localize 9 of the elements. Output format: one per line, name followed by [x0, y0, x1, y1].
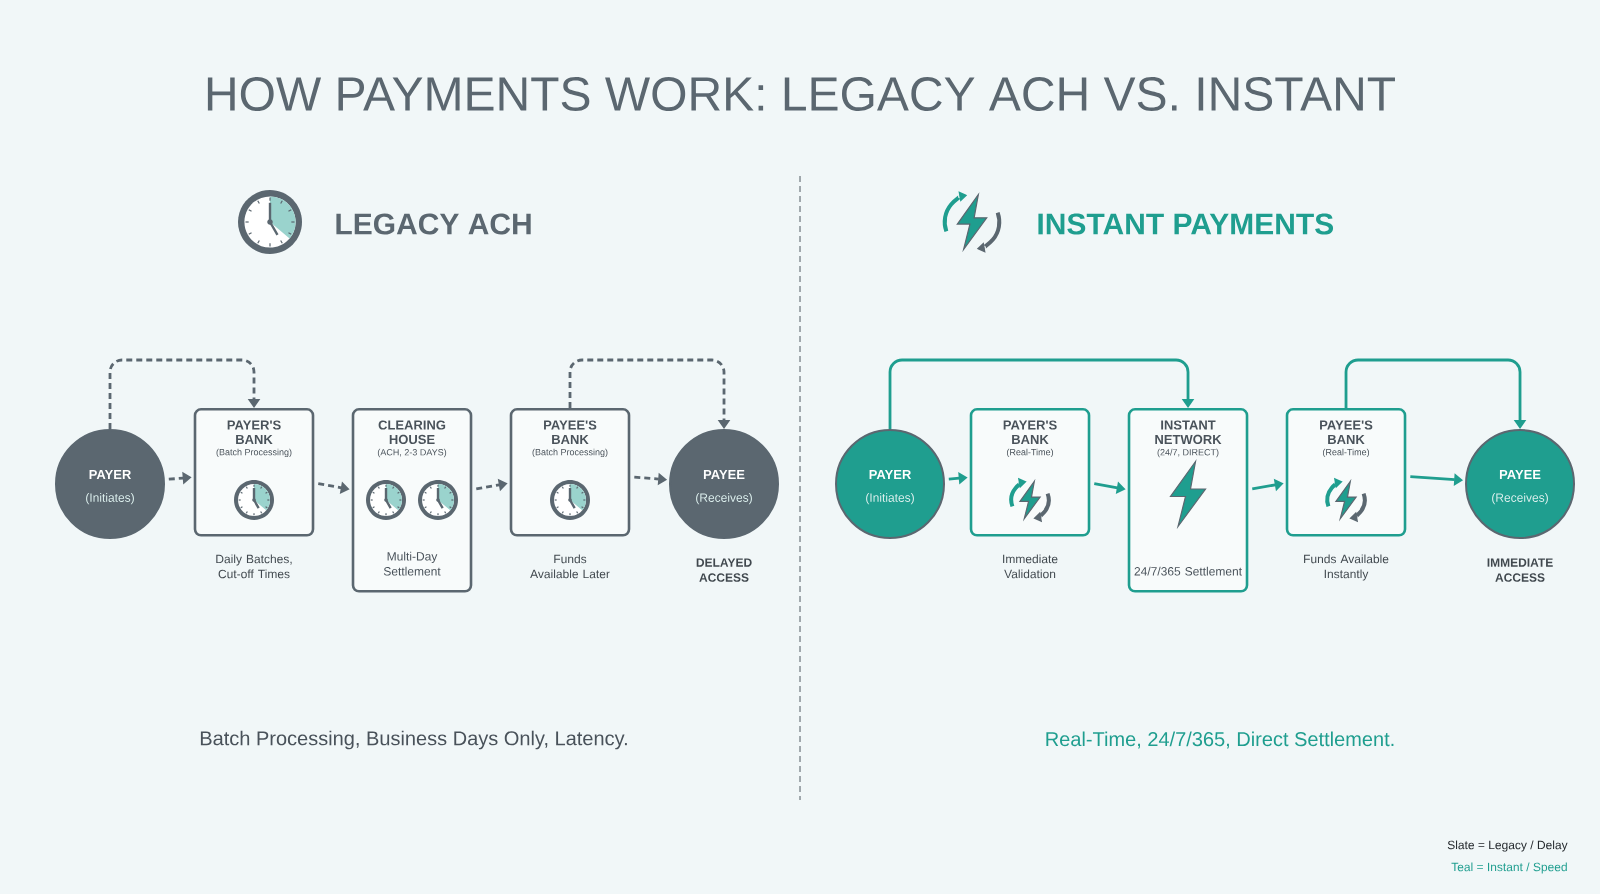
arrow — [108, 358, 261, 429]
summary-text: Real-Time, 24/7/365, Direct Settlement. — [1046, 731, 1394, 749]
section-heading: LEGACY ACH — [336, 213, 531, 235]
title: HOW PAYMENTS WORK: LEGACY ACH VS. INSTANT — [207, 77, 1395, 111]
section-heading: INSTANT PAYMENTS — [1038, 213, 1334, 235]
arrow — [1344, 358, 1527, 429]
arrow — [888, 358, 1195, 429]
arrow — [568, 358, 731, 429]
summary-text: Batch Processing, Business Days Only, Latency. — [200, 730, 627, 750]
